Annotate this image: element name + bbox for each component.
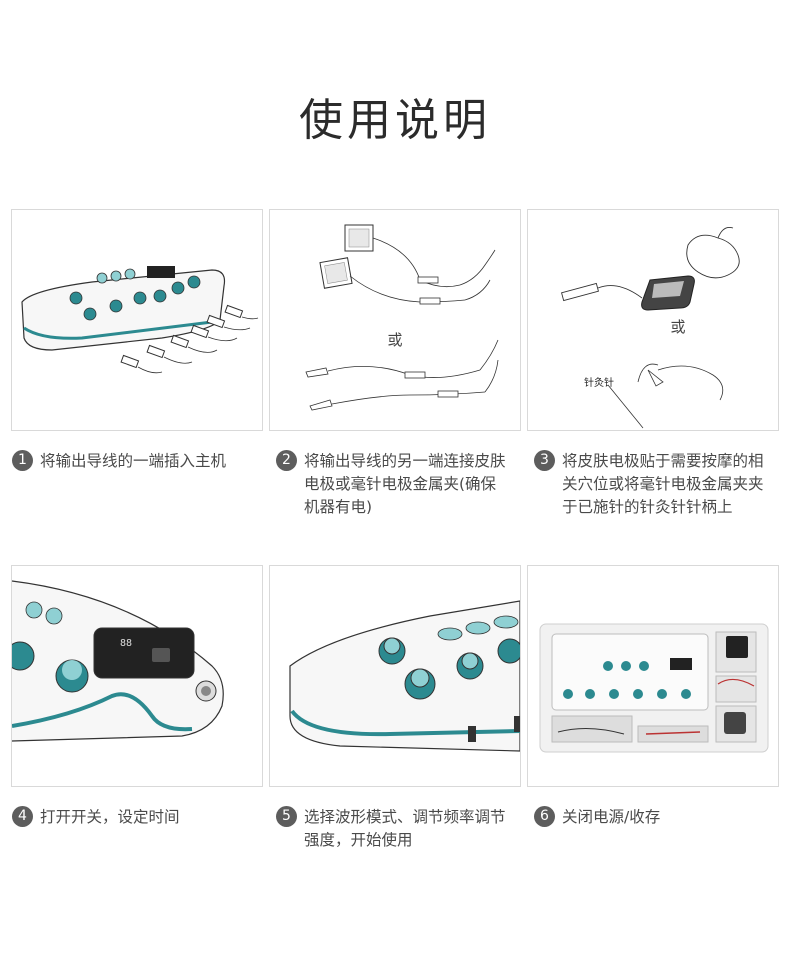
- knob-icons: [378, 637, 520, 700]
- device-plug-illustration: [21, 266, 259, 374]
- step-6: 6 关闭电源/收存: [534, 806, 764, 829]
- illustration-apply-electrodes: 或 针灸针: [527, 209, 779, 431]
- page-title: 使用说明: [299, 95, 491, 146]
- step-number-badge: 6: [534, 806, 555, 827]
- display-icon: [93, 627, 195, 679]
- adapter-icon: [726, 636, 748, 658]
- display-icon: [147, 266, 175, 278]
- step-5: 5 选择波形模式、调节频率调节强度，开始使用: [276, 806, 512, 852]
- cable-plug-icons: [120, 304, 244, 369]
- step-number-badge: 3: [534, 450, 555, 471]
- step-number-badge: 1: [12, 450, 33, 471]
- step-number-badge: 4: [12, 806, 33, 827]
- step-text: 将皮肤电极贴于需要按摩的相关穴位或将毫针电极金属夹夹于已施针的针灸针针柄上: [562, 452, 764, 516]
- step-number-badge: 5: [276, 806, 297, 827]
- step-1: 1 将输出导线的一端插入主机: [12, 450, 267, 473]
- step-text: 打开开关，设定时间: [40, 808, 180, 826]
- knob-icons: [12, 641, 89, 693]
- illustration-adjust-knobs: [269, 565, 521, 787]
- electrode-pad-icon: [319, 224, 374, 289]
- or-label: 或: [387, 331, 402, 349]
- illustration-connect-electrodes: 或: [269, 209, 521, 431]
- step-number-badge: 2: [276, 450, 297, 471]
- step-2: 2 将输出导线的另一端连接皮肤电极或毫针电极金属夹(确保机器有电): [276, 450, 506, 519]
- hand-icon: [686, 227, 740, 279]
- step-text: 将输出导线的另一端连接皮肤电极或毫针电极金属夹(确保机器有电): [304, 452, 506, 516]
- step-text: 将输出导线的一端插入主机: [40, 452, 227, 470]
- svg-text:88: 88: [120, 638, 132, 649]
- step-3: 3 将皮肤电极贴于需要按摩的相关穴位或将毫针电极金属夹夹于已施针的针灸针针柄上: [534, 450, 764, 519]
- step-4: 4 打开开关，设定时间: [12, 806, 267, 829]
- knob-icons: [69, 275, 201, 321]
- electrode-pad-icon: [641, 275, 695, 311]
- step-text: 选择波形模式、调节频率调节强度，开始使用: [304, 808, 506, 849]
- step-text: 关闭电源/收存: [562, 808, 661, 826]
- electrode-pad-icon: [724, 712, 746, 734]
- illustration-storage-box: [527, 565, 779, 787]
- needle-label: 针灸针: [584, 376, 614, 389]
- needle-hand-icon: [607, 363, 724, 429]
- or-label: 或: [670, 318, 685, 336]
- illustration-power-on: 88: [11, 565, 263, 787]
- knob-icons: [563, 661, 691, 699]
- illustration-plug-leads: [11, 209, 263, 431]
- metal-clip-icon: [305, 367, 333, 411]
